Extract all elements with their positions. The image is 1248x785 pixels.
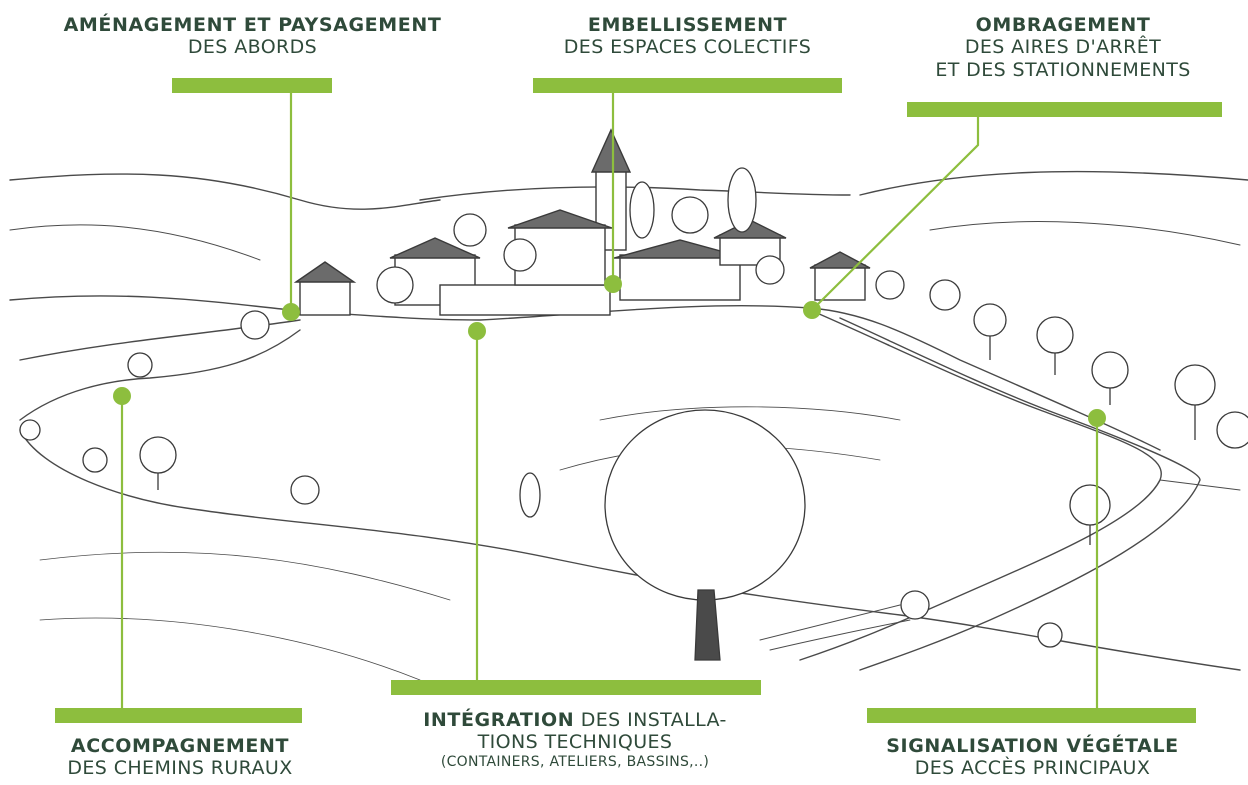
bar-chemins	[55, 708, 302, 723]
marker-chemins	[113, 387, 131, 405]
label-signalisation-title: SIGNALISATION VÉGÉTALE	[886, 735, 1179, 757]
bar-espaces	[533, 78, 842, 93]
label-signalisation-subtitle: DES ACCÈS PRINCIPAUX	[914, 757, 1151, 780]
label-ombragement-line2: DES AIRES D'ARRÊT	[964, 36, 1162, 59]
village-hill	[289, 304, 1161, 451]
label-integration-rest: DES INSTALLA-	[574, 709, 727, 731]
label-chemins-title: ACCOMPAGNEMENT	[70, 735, 290, 757]
label-chemins: ACCOMPAGNEMENT DES CHEMINS RURAUX	[25, 735, 335, 780]
label-integration-title: INTÉGRATION	[423, 709, 575, 731]
label-abords: AMÉNAGEMENT ET PAYSAGEMENT DES ABORDS	[30, 14, 475, 59]
bar-abords	[172, 78, 332, 93]
label-ombragement-line3: ET DES STATIONNEMENTS	[935, 58, 1191, 81]
hedge-left	[19, 329, 301, 421]
label-abords-title: AMÉNAGEMENT ET PAYSAGEMENT	[63, 14, 442, 36]
marker-espaces	[604, 275, 622, 293]
label-integration-line3: (CONTAINERS, ATELIERS, BASSINS,..)	[440, 753, 710, 770]
marker-abords	[282, 303, 300, 321]
hill-left	[9, 173, 441, 210]
label-signalisation: SIGNALISATION VÉGÉTALE DES ACCÈS PRINCIP…	[850, 735, 1215, 780]
leader-ombragement	[811, 116, 980, 311]
label-abords-subtitle: DES ABORDS	[187, 36, 318, 59]
marker-integration	[468, 322, 486, 340]
label-integration: INTÉGRATION DES INSTALLA- TIONS TECHNIQU…	[355, 709, 795, 770]
big-oak-crown	[604, 409, 806, 601]
hill-back	[419, 186, 851, 201]
marker-ombragement	[803, 301, 821, 319]
label-ombragement-title: OMBRAGEMENT	[975, 14, 1151, 36]
label-espaces-subtitle: DES ESPACES COLECTIFS	[563, 36, 812, 59]
label-espaces: EMBELLISSEMENT DES ESPACES COLECTIFS	[500, 14, 875, 59]
bar-ombragement	[907, 102, 1222, 117]
label-chemins-subtitle: DES CHEMINS RURAUX	[67, 757, 293, 780]
label-integration-line2: TIONS TECHNIQUES	[477, 731, 673, 754]
label-ombragement: OMBRAGEMENT DES AIRES D'ARRÊT ET DES STA…	[888, 14, 1238, 81]
bar-integration	[391, 680, 761, 695]
hill-right	[859, 170, 1248, 196]
tree-village-1	[376, 266, 414, 304]
house-left	[299, 279, 351, 316]
big-oak-trunk	[694, 589, 721, 661]
label-espaces-title: EMBELLISSEMENT	[587, 14, 788, 36]
marker-signalisation	[1088, 409, 1106, 427]
bar-signalisation	[867, 708, 1196, 723]
